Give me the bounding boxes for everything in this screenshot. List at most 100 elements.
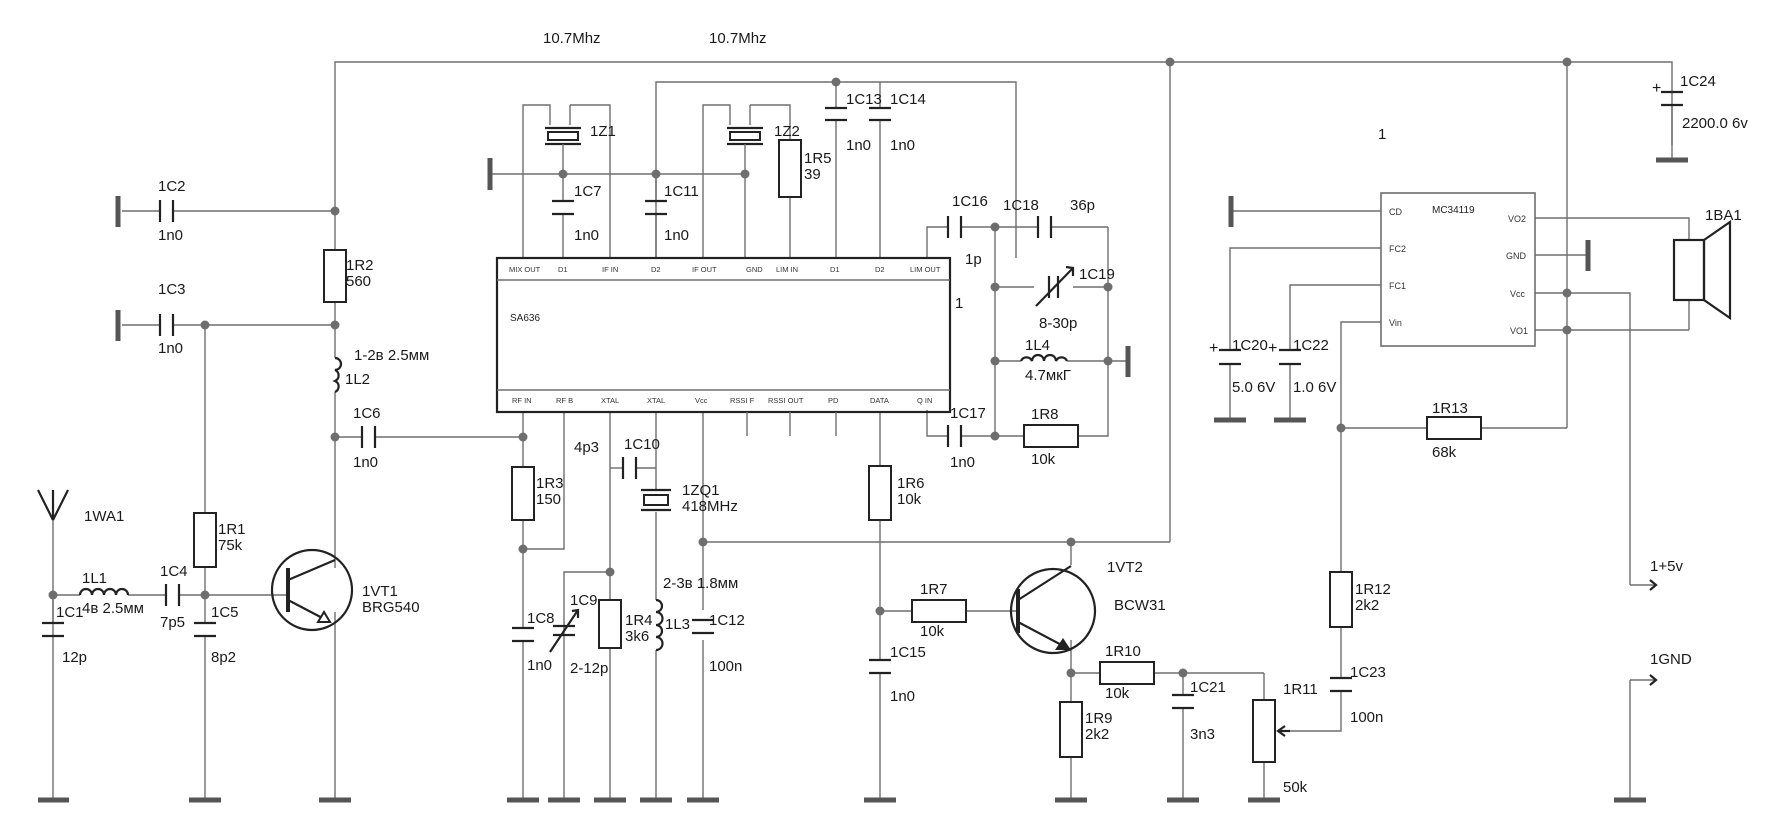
- c15-value: 1n0: [890, 688, 915, 705]
- l3-ref: 1L3: [665, 616, 690, 633]
- c7-ref: 1C7: [574, 183, 602, 200]
- vt1-ref: 1VT1: [362, 583, 398, 600]
- terminal-arrows: [1649, 579, 1658, 686]
- capacitor-c8: [512, 626, 534, 643]
- l2-ref: 1L2: [345, 371, 370, 388]
- resistor-r6: [868, 465, 892, 521]
- c10-ref: 1C10: [624, 436, 660, 453]
- wa1-ref: 1WA1: [84, 508, 124, 525]
- ic-sa636-pin-t8: D2: [875, 265, 885, 274]
- trimmer-capacitor-c9: [549, 608, 580, 653]
- c4-value: 7p5: [160, 614, 185, 631]
- ic-sa636-pin-t1: D1: [558, 265, 568, 274]
- r5-ref: 1R5: [804, 150, 832, 167]
- filters-crystals: [545, 126, 763, 512]
- ic-sa636-pin-b4: Vcc: [695, 396, 708, 405]
- c2-ref: 1C2: [158, 178, 186, 195]
- antenna-wa1: [37, 489, 69, 521]
- l3-value: 2-3в 1.8мм: [663, 575, 738, 592]
- r8-value: 10k: [1031, 451, 1056, 468]
- r3-ref: 1R3: [536, 475, 564, 492]
- ic-sa636-pin-t4: IF OUT: [692, 265, 717, 274]
- ic-sa636-pin-b8: DATA: [870, 396, 889, 405]
- inductor-l3: [655, 598, 664, 652]
- c22-value: 1.0 6V: [1293, 379, 1336, 396]
- ic-mc34119-pin-l3: Vin: [1389, 318, 1402, 328]
- ic-sa636-pin-b7: PD: [828, 396, 839, 405]
- c20-value: 5.0 6V: [1232, 379, 1275, 396]
- r11-ref: 1R11: [1283, 681, 1318, 698]
- capacitor-c20: +: [1209, 340, 1241, 366]
- r13-ref: 1R13: [1432, 400, 1468, 417]
- resistor-r1: [193, 512, 217, 568]
- r9-ref: 1R9: [1085, 710, 1113, 727]
- c14-ref: 1C14: [890, 91, 926, 108]
- sheet-number-2: 1: [955, 295, 963, 312]
- c23-ref: 1C23: [1350, 664, 1386, 681]
- c13-ref: 1C13: [846, 91, 882, 108]
- c11-ref: 1C11: [664, 183, 699, 200]
- ic-mc34119: MC34119 CD FC2 FC1 Vin VO2 GND Vcc VO1: [1380, 192, 1536, 347]
- ic-sa636-pin-b9: Q IN: [917, 396, 932, 405]
- c18-ref: 1C18: [1003, 197, 1039, 214]
- terminal-gnd: 1GND: [1650, 651, 1692, 668]
- labels: 10.7Mhz 10.7Mhz 1 1 1C2 1n0 1C3 1n0 1R2 …: [56, 30, 1748, 796]
- c8-value: 1n0: [527, 657, 552, 674]
- l4-ref: 1L4: [1025, 337, 1050, 354]
- capacitor-c16: [946, 216, 963, 238]
- c16-ref: 1C16: [952, 193, 988, 210]
- r4-value: 3k6: [625, 628, 649, 645]
- ic-sa636-pin-b2: XTAL: [601, 396, 619, 405]
- svg-text:+: +: [1268, 340, 1277, 357]
- ic-sa636-pin-t5: GND: [746, 265, 763, 274]
- ic-mc34119-pin-l2: FC1: [1389, 281, 1406, 291]
- resistor-r13: [1426, 416, 1482, 440]
- c22-ref: 1C22: [1293, 337, 1329, 354]
- ic-mc34119-pin-l0: CD: [1389, 207, 1402, 217]
- l4-value: 4.7мкГ: [1025, 367, 1071, 384]
- c19-value: 8-30p: [1039, 315, 1077, 332]
- r6-value: 10k: [897, 491, 922, 508]
- freq-label-2: 10.7Mhz: [709, 30, 767, 47]
- ic-mc34119-pin-r0: VO2: [1508, 214, 1526, 224]
- resistor-r9: [1059, 701, 1083, 758]
- ic-sa636-pin-t9: LIM OUT: [910, 265, 941, 274]
- inductor-l4: [1019, 353, 1069, 362]
- zq1-value: 418MHz: [682, 498, 738, 515]
- capacitor-c11: [645, 199, 667, 216]
- ba1-ref: 1BA1: [1705, 207, 1742, 224]
- r5-value: 39: [804, 166, 821, 183]
- c9-ref: 1C9: [570, 592, 598, 609]
- resistor-r8: [1023, 424, 1079, 448]
- r8-ref: 1R8: [1031, 406, 1059, 423]
- vt2-value: BCW31: [1114, 597, 1166, 614]
- freq-label-1: 10.7Mhz: [543, 30, 601, 47]
- c15-ref: 1C15: [890, 644, 926, 661]
- ceramic-filter-z2: [727, 126, 763, 149]
- capacitor-c7: [552, 199, 574, 216]
- r2-ref: 1R2: [346, 257, 374, 274]
- r6-ref: 1R6: [897, 475, 925, 492]
- c8-ref: 1C8: [527, 610, 555, 627]
- c17-value: 1n0: [950, 454, 975, 471]
- ic-mc34119-pin-l1: FC2: [1389, 244, 1406, 254]
- resistor-r4: [598, 599, 622, 649]
- c13-value: 1n0: [846, 137, 871, 154]
- resistor-r7: [911, 599, 967, 623]
- l1-value: 4в 2.5мм: [82, 600, 144, 617]
- resistor-r10: [1099, 661, 1155, 685]
- r11-value: 50k: [1283, 779, 1308, 796]
- c18-value: 36p: [1070, 197, 1095, 214]
- c10-value: 4p3: [574, 439, 599, 456]
- capacitor-c22: +: [1268, 340, 1301, 366]
- sheet-number-1: 1: [1378, 126, 1386, 143]
- trimmer-capacitor-c19: [1035, 265, 1075, 307]
- crystal-zq1: [641, 488, 671, 512]
- r12-ref: 1R12: [1355, 581, 1391, 598]
- c7-value: 1n0: [574, 227, 599, 244]
- ic-mc34119-name: MC34119: [1432, 205, 1475, 216]
- ic-sa636-pin-t6: LIM IN: [776, 265, 798, 274]
- capacitor-c4: [164, 584, 181, 606]
- c6-value: 1n0: [353, 454, 378, 471]
